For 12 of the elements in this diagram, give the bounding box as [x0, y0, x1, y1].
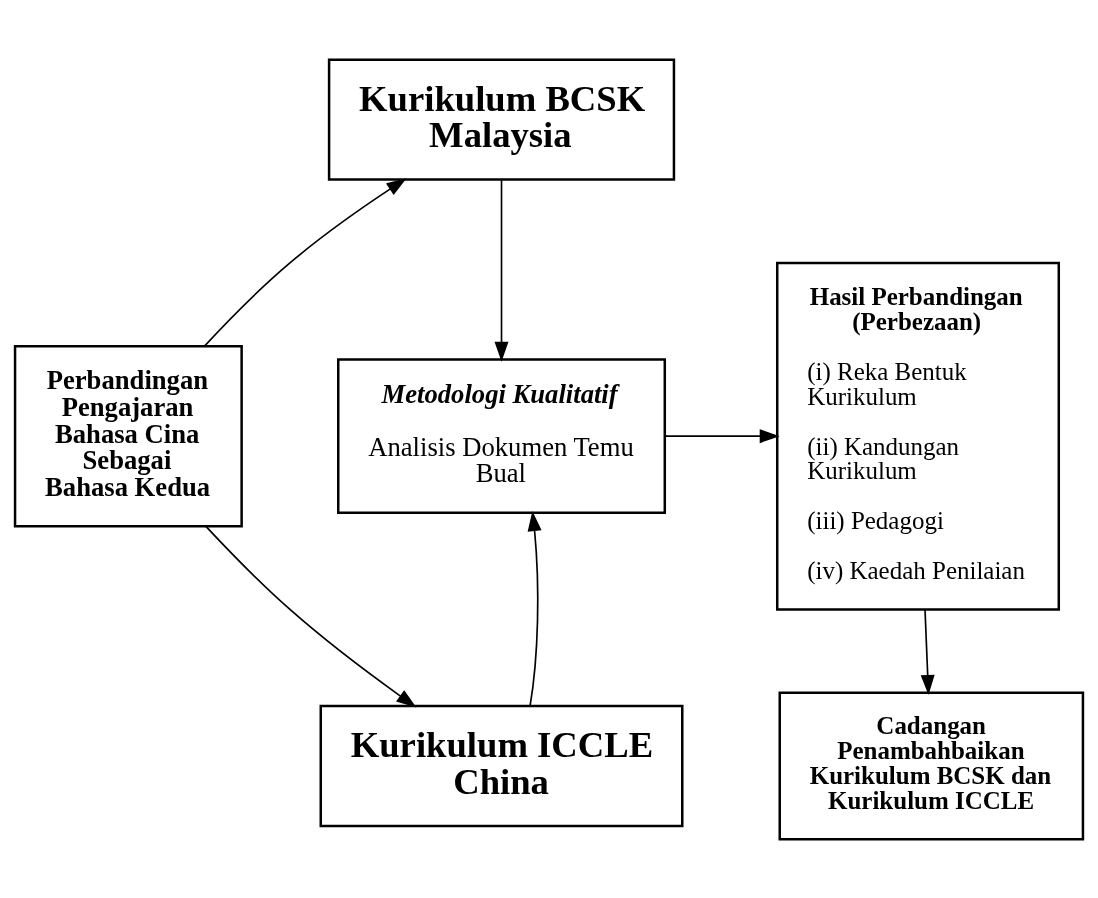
- node-box: Perbandingan Pengajaran Bahasa Cina Sebagai Bahasa Kedua: [13, 344, 243, 527]
- arrow: [527, 510, 542, 707]
- arrow: [203, 177, 407, 347]
- node-box: Hasil Perbandingan (Perbezaan) (i) Reka Bentuk Kurikulum (ii) Kandungan Kurikulum (iii) Pedagogi (iv) Kaedah Penilaian: [776, 261, 1061, 611]
- node-box: Cadangan Penambahbaikan Kurikulum BCSK dan Kurikulum ICCLE: [778, 691, 1085, 841]
- node-box: Metodologi Kualitatif Analisis Dokumen Temu Bual: [337, 357, 667, 514]
- arrow: [494, 178, 509, 362]
- arrow: [920, 608, 935, 695]
- node-box: Kurikulum ICCLE China: [319, 704, 684, 827]
- arrow: [664, 428, 780, 443]
- node-box: Kurikulum BCSK Malaysia: [327, 57, 676, 181]
- arrow: [205, 525, 417, 707]
